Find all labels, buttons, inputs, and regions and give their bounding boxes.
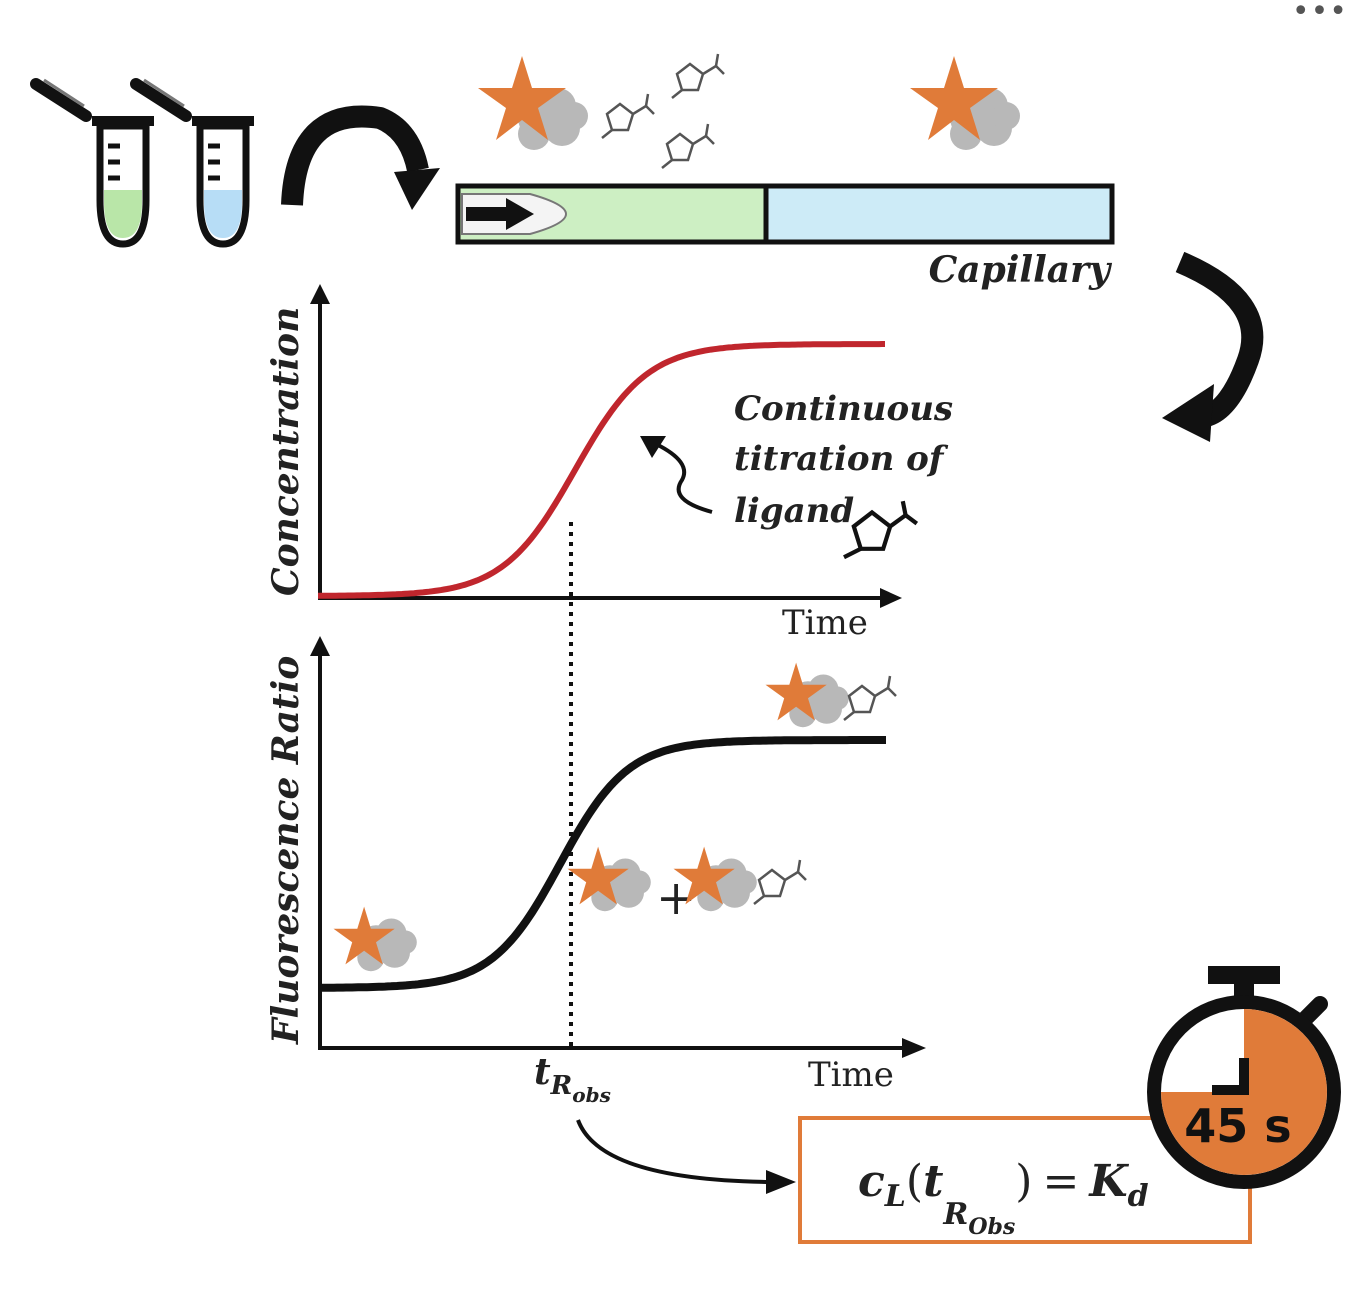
y-axis-arrow-icon <box>310 284 330 304</box>
annotation-line-1: Continuous <box>734 389 953 429</box>
labeled-protein <box>910 56 1020 150</box>
kd-equation: cL(tRObs)=Kd <box>858 1156 1149 1240</box>
concentration-xlabel: Time <box>782 603 868 643</box>
x-axis-arrow-icon <box>880 588 902 608</box>
concentration-chart: Concentration Time Continuous titration … <box>265 284 953 643</box>
fluorophore-star-icon <box>478 56 566 140</box>
capillary-label: Capillary <box>929 249 1112 291</box>
flow-arrow-right <box>1162 251 1264 442</box>
flow-arrow-top <box>281 105 440 210</box>
annotation-line-2: titration of <box>734 439 949 479</box>
fluorescence-chart: Fluorescence Ratio Time tRobs + <box>265 636 926 1107</box>
result-arrow <box>576 1119 796 1194</box>
concentration-curve <box>318 341 885 599</box>
y-axis-arrow-icon <box>310 636 330 656</box>
flow-direction-arrow-icon <box>466 198 534 230</box>
sample-tube-blue <box>130 78 254 248</box>
bound-protein-mixture-icon: + <box>567 846 808 926</box>
x-axis-arrow-icon <box>902 1038 926 1058</box>
fluorescence-curve <box>322 736 886 992</box>
protein-ligand-complex-icon <box>765 662 898 728</box>
timer-value: 45 s <box>1184 1099 1291 1153</box>
fluorophore-star-icon <box>910 56 998 140</box>
annotation-line-3: ligand <box>734 491 854 531</box>
capillary <box>455 183 1115 245</box>
more-options-icon[interactable]: ••• <box>1291 0 1348 29</box>
observation-time-tick: tRobs <box>534 1051 611 1107</box>
ligand-icon <box>843 500 919 560</box>
protein-ligand-mixture <box>478 52 726 170</box>
fluorescence-ylabel: Fluorescence Ratio <box>265 656 307 1045</box>
annotation-arrow <box>640 436 713 514</box>
concentration-ylabel: Concentration <box>265 307 307 596</box>
stopwatch-icon: 45 s <box>1147 966 1341 1189</box>
unbound-protein-icon <box>333 906 417 972</box>
sample-tube-green <box>30 78 154 248</box>
fluorescence-xlabel: Time <box>808 1055 894 1095</box>
